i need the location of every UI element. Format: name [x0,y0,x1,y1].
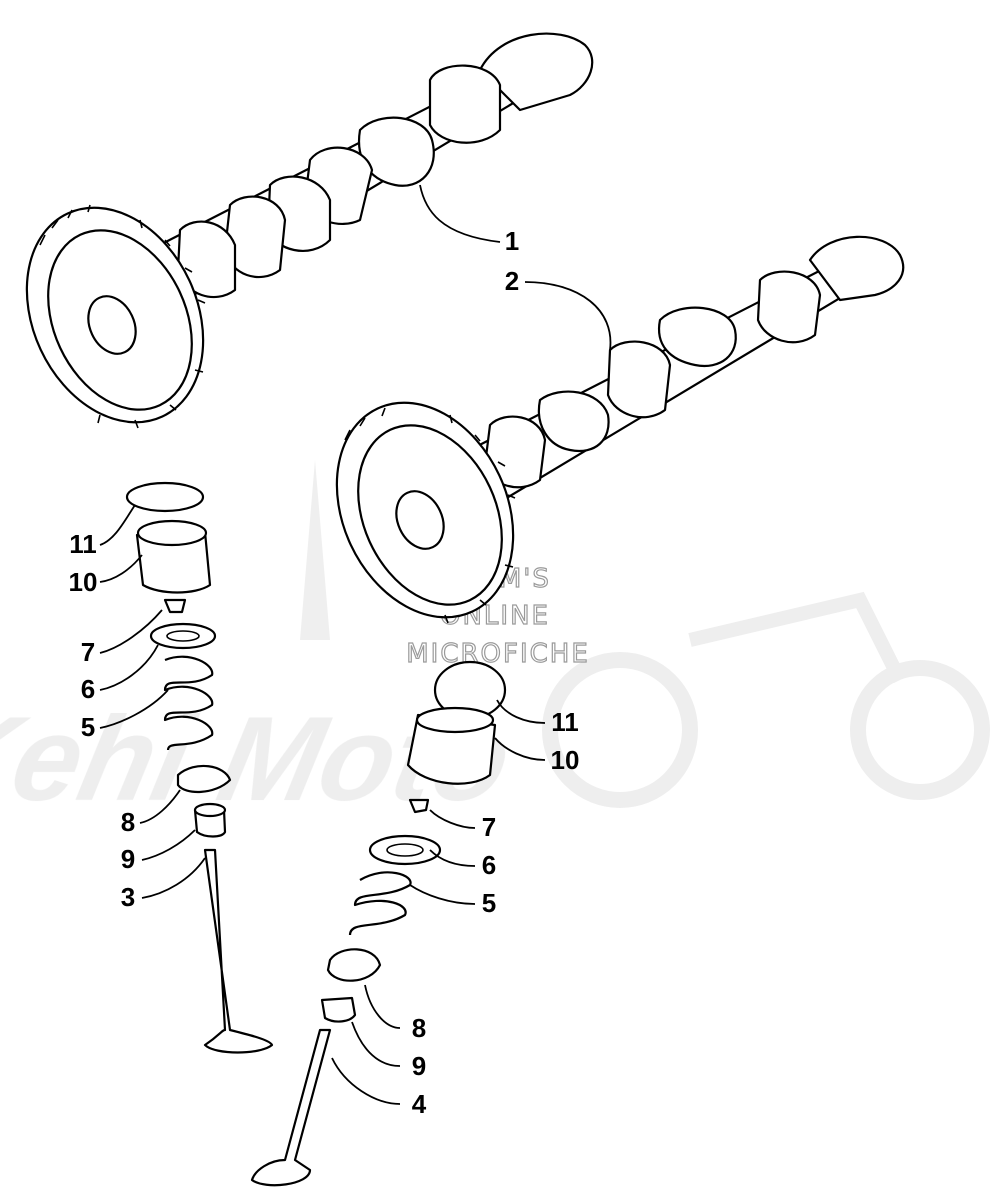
callout-7-left: 7 [81,637,95,667]
callout-labels: 1 2 11 10 7 6 5 8 9 3 11 10 7 6 5 8 9 4 [69,226,580,1119]
callout-1: 1 [505,226,519,256]
callout-5-right: 5 [482,888,496,918]
valve-assembly-left [125,481,274,1054]
callout-8-left: 8 [121,807,135,837]
callout-4: 4 [412,1089,427,1119]
callout-6-right: 6 [482,850,496,880]
callout-9-right: 9 [412,1051,426,1081]
callout-11-left: 11 [69,529,97,559]
callout-6-left: 6 [81,674,95,704]
camshaft-lower [335,235,905,624]
callout-10-right: 10 [551,745,580,775]
camshaft-upper [25,32,594,429]
callout-3: 3 [121,882,135,912]
valve-assembly-right [250,660,507,1187]
callout-11-right: 11 [551,707,579,737]
watermark-line-3: MICROFICHE [406,639,590,669]
leader-lines [99,184,612,1105]
callout-10-left: 10 [69,567,98,597]
callout-7-right: 7 [482,812,496,842]
callout-2: 2 [505,266,519,296]
callout-5-left: 5 [81,712,95,742]
callout-9-left: 9 [121,844,135,874]
callout-8-right: 8 [412,1013,426,1043]
